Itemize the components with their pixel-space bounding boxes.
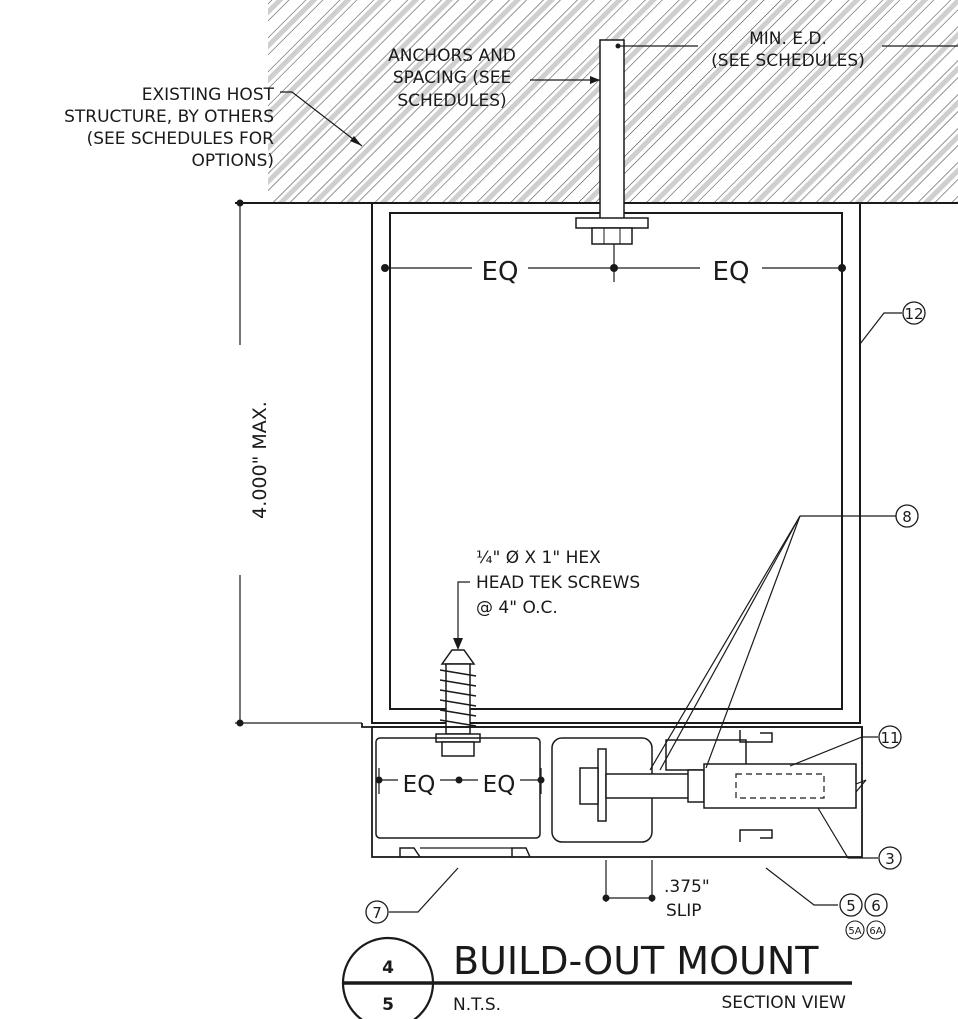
host-structure — [235, 0, 958, 204]
svg-text:6: 6 — [871, 897, 881, 915]
main-tube — [371, 202, 861, 724]
eq-label-bottom-right: EQ — [483, 772, 516, 798]
svg-text:8: 8 — [902, 508, 912, 526]
view-label: SECTION VIEW — [722, 993, 847, 1013]
eq-label-right: EQ — [713, 257, 750, 287]
svg-text:(SEE SCHEDULES): (SEE SCHEDULES) — [711, 51, 865, 71]
title-block: 4 5 BUILD-OUT MOUNT N.T.S. SECTION VIEW — [341, 936, 852, 1019]
detail-number: 4 — [382, 958, 394, 978]
callout-leaders — [389, 312, 902, 913]
anchor-bolt — [575, 39, 649, 245]
slip-value: .375" — [664, 877, 710, 897]
sheet-number: 5 — [382, 995, 394, 1015]
anchors-note: ANCHORS AND SPACING (SEE SCHEDULES) — [388, 46, 600, 111]
callout-5: 5 — [839, 893, 863, 917]
svg-text:12: 12 — [904, 305, 923, 323]
callout-12: 12 — [902, 301, 926, 325]
callout-3: 3 — [878, 846, 902, 870]
host-structure-note: EXISTING HOST STRUCTURE, BY OTHERS (SEE … — [64, 85, 363, 171]
height-dimension: 4.000" MAX. — [235, 199, 362, 727]
eq-label-left: EQ — [482, 257, 519, 287]
slip-dimension: .375" SLIP — [602, 860, 710, 921]
scale-label: N.T.S. — [453, 995, 501, 1015]
svg-text:MIN. E.D.: MIN. E.D. — [749, 29, 827, 49]
svg-text:ANCHORS AND: ANCHORS AND — [388, 46, 516, 66]
svg-text:5A: 5A — [848, 926, 861, 937]
callout-7: 7 — [365, 900, 389, 924]
svg-text:11: 11 — [880, 729, 899, 747]
svg-text:7: 7 — [372, 904, 382, 922]
svg-text:5: 5 — [846, 897, 856, 915]
svg-text:HEAD TEK SCREWS: HEAD TEK SCREWS — [476, 573, 640, 593]
min-ed-note: MIN. E.D. (SEE SCHEDULES) — [615, 29, 958, 71]
eq-dimension-bottom: EQ EQ — [375, 768, 545, 798]
svg-text:6A: 6A — [869, 926, 882, 937]
svg-text:OPTIONS): OPTIONS) — [191, 151, 274, 171]
callout-6a: 6A — [866, 920, 886, 940]
callout-8: 8 — [895, 504, 919, 528]
eq-dimension-top: EQ EQ — [381, 244, 846, 287]
height-dimension-label: 4.000" MAX. — [249, 401, 271, 519]
screws-note: ¼" Ø X 1" HEX HEAD TEK SCREWS @ 4" O.C. — [453, 548, 640, 650]
svg-text:EXISTING HOST: EXISTING HOST — [142, 85, 275, 105]
callout-6: 6 — [864, 893, 888, 917]
svg-text:(SEE SCHEDULES FOR: (SEE SCHEDULES FOR — [87, 129, 275, 149]
svg-text:@ 4" O.C.: @ 4" O.C. — [476, 598, 558, 618]
svg-text:SPACING (SEE: SPACING (SEE — [393, 68, 511, 88]
svg-text:3: 3 — [885, 850, 895, 868]
eq-label-bottom-left: EQ — [403, 772, 436, 798]
bolt-assembly — [579, 748, 867, 822]
callout-11: 11 — [878, 725, 902, 749]
slip-label: SLIP — [666, 901, 702, 921]
detail-title: BUILD-OUT MOUNT — [453, 939, 819, 983]
svg-text:¼" Ø X 1" HEX: ¼" Ø X 1" HEX — [476, 548, 601, 568]
callout-5a: 5A — [845, 920, 865, 940]
svg-text:SCHEDULES): SCHEDULES) — [397, 91, 506, 111]
svg-text:STRUCTURE, BY OTHERS: STRUCTURE, BY OTHERS — [64, 107, 274, 127]
